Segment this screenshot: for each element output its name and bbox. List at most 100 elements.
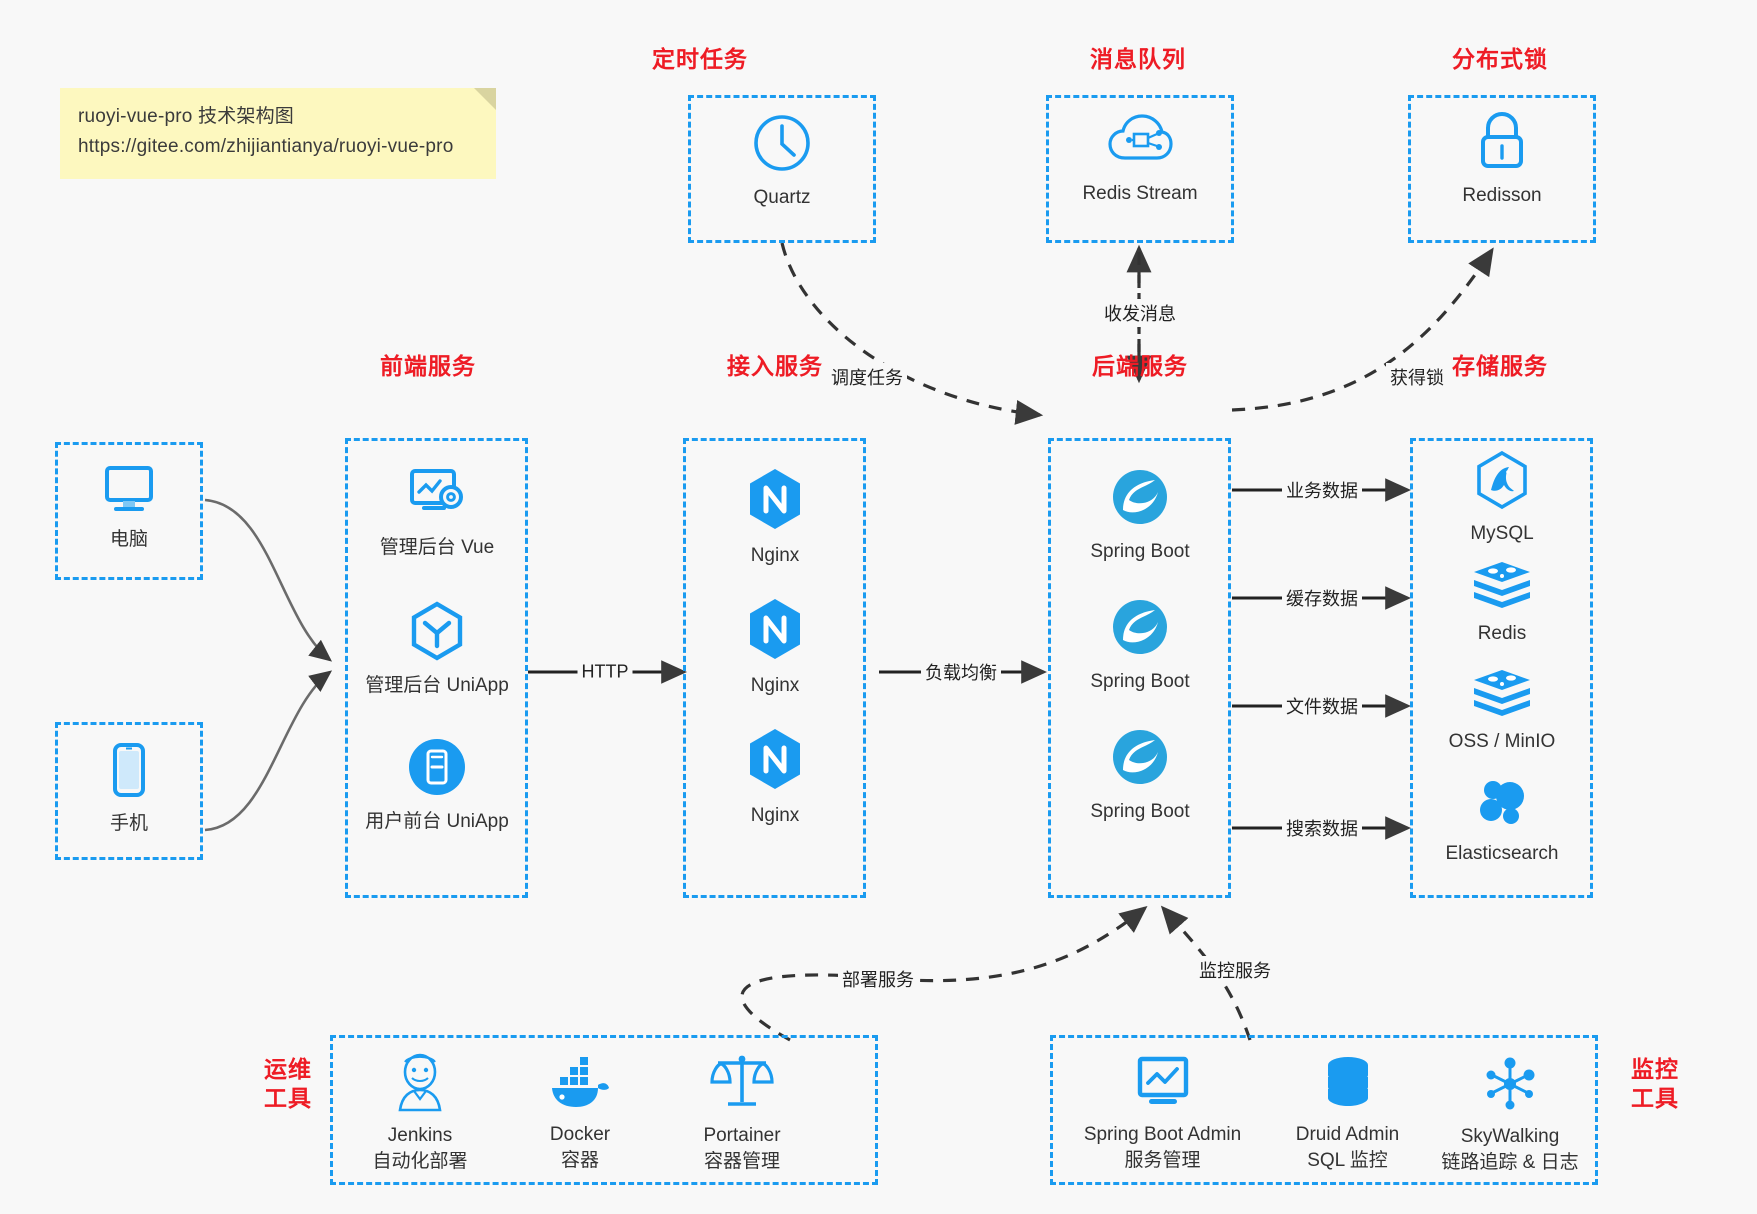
note-fold-corner: [474, 88, 496, 110]
node-label: Spring Boot: [1090, 801, 1190, 822]
node-label: Docker 容器: [549, 1124, 611, 1171]
spring-boot-icon: [1109, 726, 1171, 793]
node-mysql[interactable]: MySQL: [1412, 450, 1592, 547]
clock-icon: [751, 112, 813, 179]
elasticsearch-icon: [1473, 776, 1531, 835]
group-box-monitor-tools: [1050, 1035, 1598, 1185]
group-label-gateway-service: 接入服务: [727, 353, 823, 379]
edge-label-http: HTTP: [577, 660, 633, 684]
node-nginx-3[interactable]: Nginx: [685, 726, 865, 829]
node-label: Nginx: [750, 545, 800, 566]
node-skywalking[interactable]: SkyWalking 链路追踪 & 日志: [1420, 1055, 1600, 1175]
node-computer[interactable]: 电脑: [69, 462, 189, 553]
group-label-ops-tools: 运维 工具: [264, 1056, 312, 1111]
node-label: 管理后台 UniApp: [365, 675, 509, 696]
node-redisson[interactable]: Redisson: [1422, 110, 1582, 209]
node-redis[interactable]: Redis: [1412, 560, 1592, 647]
node-label: SkyWalking 链路追踪 & 日志: [1441, 1126, 1579, 1173]
node-oss-minio[interactable]: OSS / MinIO: [1412, 668, 1592, 755]
node-nginx-2[interactable]: Nginx: [685, 596, 865, 699]
node-label: Nginx: [750, 805, 800, 826]
node-admin-vue[interactable]: 管理后台 Vue: [347, 466, 527, 561]
group-label-message-queue: 消息队列: [1090, 46, 1186, 72]
node-user-uniapp[interactable]: 用户前台 UniApp: [347, 736, 527, 835]
node-druid-admin[interactable]: Druid Admin SQL 监控: [1265, 1055, 1430, 1173]
node-label: Quartz: [753, 187, 811, 208]
group-label-monitor-tools: 监控 工具: [1631, 1056, 1679, 1111]
group-box-ops-tools: [330, 1035, 878, 1185]
node-spring-boot-1[interactable]: Spring Boot: [1050, 466, 1230, 565]
edge-label-send-receive-message: 收发消息: [1100, 299, 1180, 327]
database-icon: [1320, 1055, 1376, 1116]
nginx-icon: [744, 596, 806, 667]
node-label: Elasticsearch: [1445, 843, 1559, 864]
jenkins-icon: [390, 1050, 450, 1117]
edge-label-acquire-lock: 获得锁: [1386, 363, 1448, 391]
node-label: Nginx: [750, 675, 800, 696]
group-box-message-queue: [1046, 95, 1234, 243]
group-box-gateway-service: [683, 438, 866, 898]
node-label: 管理后台 Vue: [379, 537, 495, 558]
spring-boot-icon: [1109, 466, 1171, 533]
nginx-icon: [744, 726, 806, 797]
desktop-icon: [100, 462, 158, 521]
node-label: Druid Admin SQL 监控: [1295, 1124, 1400, 1171]
mobile-app-icon: [406, 736, 468, 803]
node-jenkins[interactable]: Jenkins 自动化部署: [340, 1050, 500, 1174]
spring-boot-icon: [1109, 596, 1171, 663]
edge-label-business-data: 业务数据: [1282, 476, 1362, 504]
edge-label-file-data: 文件数据: [1282, 692, 1362, 720]
node-label: MySQL: [1470, 523, 1534, 544]
group-label-scheduled-task: 定时任务: [652, 46, 748, 72]
group-label-distributed-lock: 分布式锁: [1452, 46, 1548, 72]
redis-icon: [1471, 560, 1533, 615]
node-label: 手机: [109, 813, 148, 834]
group-label-storage-service: 存储服务: [1452, 353, 1548, 379]
edge-label-monitor-service: 监控服务: [1195, 956, 1275, 984]
group-box-frontend-service: [345, 438, 528, 898]
mobile-icon: [107, 742, 151, 805]
edge-label-schedule-task: 调度任务: [827, 363, 907, 391]
node-phone[interactable]: 手机: [69, 742, 189, 837]
node-elasticsearch[interactable]: Elasticsearch: [1412, 776, 1592, 867]
group-box-storage-service: [1410, 438, 1593, 898]
scales-icon: [710, 1050, 774, 1117]
edge-label-cache-data: 缓存数据: [1282, 584, 1362, 612]
node-spring-boot-admin[interactable]: Spring Boot Admin 服务管理: [1060, 1055, 1265, 1173]
edge-label-deploy-service: 部署服务: [838, 965, 918, 993]
lock-icon: [1473, 110, 1531, 177]
node-quartz[interactable]: Quartz: [702, 112, 862, 211]
note-callout: ruoyi-vue-pro 技术架构图 https://gitee.com/zh…: [60, 88, 496, 179]
note-url: https://gitee.com/zhijiantianya/ruoyi-vu…: [78, 136, 454, 158]
node-label: Spring Boot: [1090, 541, 1190, 562]
node-label: 用户前台 UniApp: [365, 811, 509, 832]
node-label: Spring Boot Admin 服务管理: [1083, 1124, 1242, 1171]
node-nginx-1[interactable]: Nginx: [685, 466, 865, 569]
note-title: ruoyi-vue-pro 技术架构图: [78, 106, 295, 127]
group-box-computer: [55, 442, 203, 580]
node-portainer[interactable]: Portainer 容器管理: [662, 1050, 822, 1174]
node-label: Spring Boot: [1090, 671, 1190, 692]
monitor-chart-icon: [1132, 1055, 1194, 1116]
edge-label-search-data: 搜索数据: [1282, 814, 1362, 842]
nginx-icon: [744, 466, 806, 537]
node-admin-uniapp[interactable]: 管理后台 UniApp: [347, 600, 527, 699]
group-box-distributed-lock: [1408, 95, 1596, 243]
group-label-frontend-service: 前端服务: [380, 353, 476, 379]
node-docker[interactable]: Docker 容器: [500, 1055, 660, 1173]
edge-label-load-balance: 负载均衡: [921, 658, 1001, 686]
skywalking-icon: [1481, 1055, 1539, 1118]
uniapp-hexagon-icon: [406, 600, 468, 667]
node-spring-boot-2[interactable]: Spring Boot: [1050, 596, 1230, 695]
node-label: 电脑: [109, 529, 148, 550]
node-label: Portainer 容器管理: [703, 1125, 781, 1172]
docker-icon: [546, 1055, 614, 1116]
redis-icon: [1471, 668, 1533, 723]
node-redis-stream[interactable]: Redis Stream: [1060, 112, 1220, 207]
group-box-backend-service: [1048, 438, 1231, 898]
group-box-scheduled-task: [688, 95, 876, 243]
node-spring-boot-3[interactable]: Spring Boot: [1050, 726, 1230, 825]
node-label: Redis: [1477, 623, 1527, 644]
node-label: OSS / MinIO: [1448, 731, 1556, 752]
